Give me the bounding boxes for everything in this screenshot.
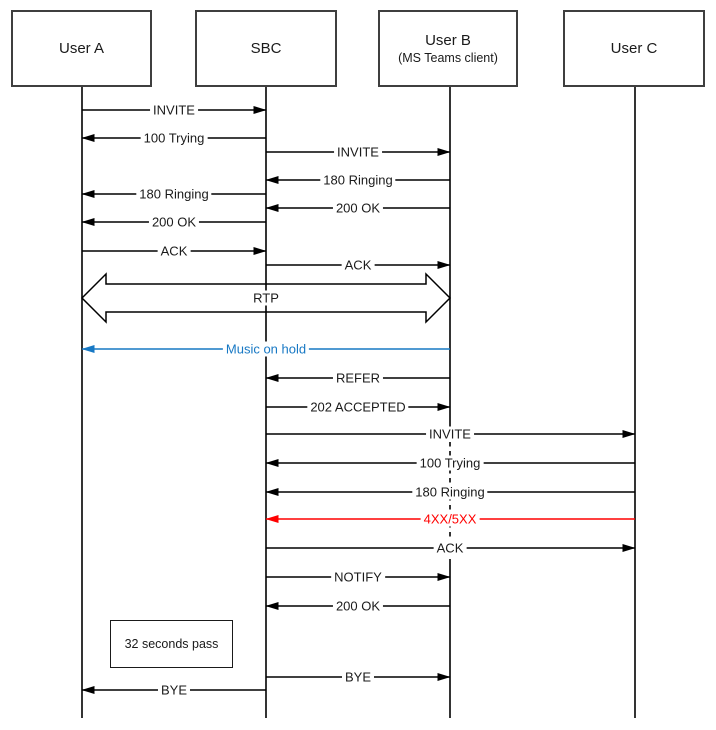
actor-box-user-c: User C bbox=[563, 10, 705, 87]
note-box-32-seconds: 32 seconds pass bbox=[110, 620, 233, 668]
label-music-on-hold: Music on hold bbox=[222, 341, 310, 357]
label-bye-sbc-to-a: BYE bbox=[157, 682, 191, 698]
label-invite-a-to-sbc: INVITE bbox=[150, 102, 198, 118]
actor-box-sbc: SBC bbox=[195, 10, 337, 87]
actor-box-user-b: User B (MS Teams client) bbox=[378, 10, 518, 87]
label-ack-sbc-to-b: ACK bbox=[341, 257, 375, 273]
label-invite-sbc-to-b: INVITE bbox=[334, 144, 382, 160]
label-200-ok-b-to-sbc: 200 OK bbox=[332, 200, 384, 216]
label-rtp: RTP bbox=[250, 290, 282, 306]
label-180-ringing-b-to-sbc: 180 Ringing bbox=[320, 172, 396, 188]
label-180-ringing-sbc-to-a: 180 Ringing bbox=[136, 186, 212, 202]
actor-label: SBC bbox=[250, 39, 282, 57]
actor-label: User B bbox=[425, 31, 471, 49]
label-notify-sbc-to-b: NOTIFY bbox=[331, 569, 385, 585]
label-200-ok-b-to-sbc-2: 200 OK bbox=[332, 598, 384, 614]
note-label: 32 seconds pass bbox=[124, 637, 219, 651]
actor-sublabel: (MS Teams client) bbox=[398, 50, 498, 65]
actor-label: User C bbox=[610, 39, 658, 57]
label-invite-sbc-to-c: INVITE bbox=[426, 426, 474, 442]
label-ack-sbc-to-c: ACK bbox=[433, 540, 467, 556]
label-refer-b-to-sbc: REFER bbox=[332, 370, 384, 386]
rtp-block-arrow bbox=[80, 272, 452, 324]
label-200-ok-sbc-to-a: 200 OK bbox=[148, 214, 200, 230]
actor-label: User A bbox=[58, 39, 104, 57]
label-202-accepted: 202 ACCEPTED bbox=[307, 399, 409, 415]
label-bye-sbc-to-b: BYE bbox=[341, 669, 375, 685]
label-ack-a-to-sbc: ACK bbox=[157, 243, 191, 259]
label-100-trying-c-to-sbc: 100 Trying bbox=[416, 455, 484, 471]
actor-box-user-a: User A bbox=[11, 10, 152, 87]
label-100-trying-sbc-to-a: 100 Trying bbox=[140, 130, 208, 146]
label-180-ringing-c-to-sbc: 180 Ringing bbox=[412, 484, 488, 500]
label-4xx5xx: 4XX/5XX bbox=[420, 511, 480, 527]
